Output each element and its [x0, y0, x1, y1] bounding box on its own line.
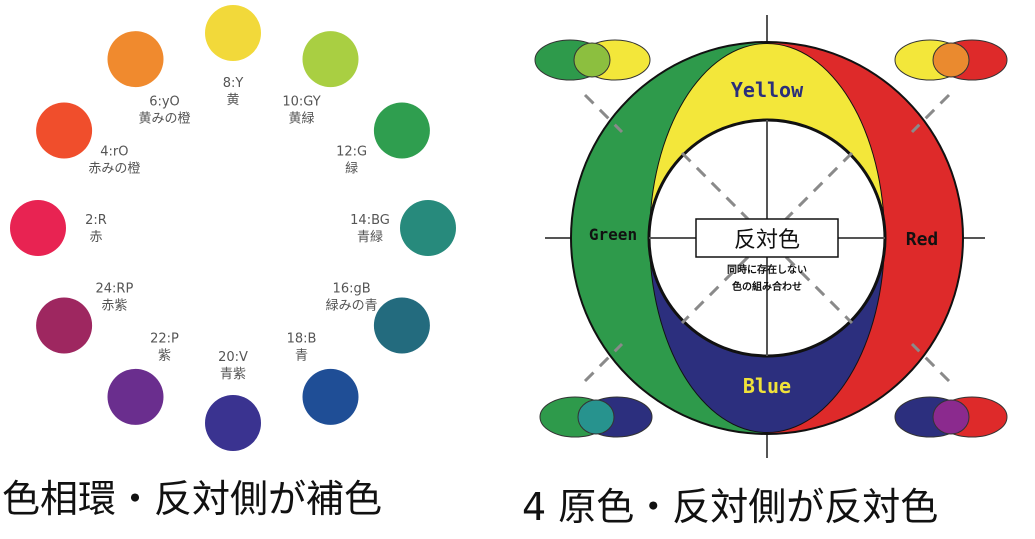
hue-name-label: 黄緑 — [288, 111, 314, 126]
center-label-box — [695, 218, 839, 258]
hue-swatch — [302, 31, 359, 88]
hue-20-v: 20:V 青紫 — [205, 350, 261, 451]
diagonal-dash-br — [910, 342, 951, 383]
center-subtitle-line1: 同時に存在しない — [727, 263, 807, 276]
red-label: Red — [906, 229, 939, 250]
hue-code-label: 18:B — [287, 332, 317, 347]
diagonal-dash-b — [680, 151, 854, 325]
hue-code-label: 12:G — [336, 145, 367, 160]
hue-code-label: 2:R — [85, 213, 107, 228]
left-caption: 色相環・反対側が補色 — [2, 477, 382, 521]
center-subtitle-line2: 色の組み合わせ — [732, 280, 802, 293]
hue-swatch — [373, 102, 430, 159]
diagonal-dash-bl — [583, 342, 624, 383]
hue-6-yo: 6:yO 黄みの橙 — [107, 31, 191, 126]
four-primaries-diagram: 反対色 同時に存在しない 色の組み合わせ Yellow Blue Green R… — [534, 15, 1008, 458]
mix-top-right — [894, 39, 1008, 81]
hue-code-label: 10:GY — [282, 94, 320, 109]
hue-8-y: 8:Y 黄 — [205, 5, 261, 108]
hue-name-label: 青緑 — [357, 230, 383, 245]
hue-code-label: 16:gB — [333, 282, 371, 297]
hue-name-label: 黄 — [226, 93, 239, 108]
hue-4-ro: 4:rO 赤みの橙 — [36, 102, 140, 177]
hue-name-label: 赤 — [89, 230, 102, 245]
hue-code-label: 4:rO — [100, 145, 128, 160]
hue-16-gb: 16:gB 緑みの青 — [326, 282, 430, 354]
hue-name-label: 青 — [295, 349, 308, 364]
center-title: 反対色 — [734, 228, 800, 253]
hue-18-b: 18:B 青 — [287, 332, 359, 425]
mix-br-overlap — [932, 399, 970, 435]
hue-name-label: 赤みの橙 — [88, 162, 140, 177]
hue-name-label: 青紫 — [220, 367, 246, 382]
hue-swatch — [10, 200, 66, 256]
hue-12-g: 12:G 緑 — [336, 102, 430, 177]
mix-bottom-left — [539, 396, 653, 438]
hue-swatch — [373, 297, 430, 354]
diagonal-dash-tl — [583, 93, 624, 134]
diagonal-dashes — [583, 93, 951, 383]
hue-swatch — [302, 368, 359, 425]
hue-code-label: 14:BG — [350, 213, 390, 228]
hue-24-rp: 24:RP 赤紫 — [36, 282, 133, 354]
mix-bottom-right — [894, 396, 1008, 438]
hue-circle: 8:Y 黄 10:GY 黄緑 12:G 緑 14:BG 青緑 16:gB 緑みの青 18:B 青 20:… — [10, 5, 456, 451]
hue-swatch — [205, 395, 261, 451]
mix-tl-overlap — [573, 42, 611, 78]
mix-tr-overlap — [932, 42, 970, 78]
blue-label: Blue — [743, 374, 791, 398]
hue-name-label: 緑 — [345, 162, 358, 177]
hue-code-label: 22:P — [150, 332, 179, 347]
green-label: Green — [589, 225, 637, 244]
hue-swatch — [107, 368, 164, 425]
hue-code-label: 6:yO — [149, 94, 180, 109]
hue-name-label: 黄みの橙 — [138, 111, 190, 126]
hue-name-label: 赤紫 — [101, 299, 127, 314]
hue-swatch — [205, 5, 261, 61]
yellow-label: Yellow — [731, 78, 804, 102]
hue-2-r: 2:R 赤 — [10, 200, 107, 256]
hue-name-label: 紫 — [158, 349, 171, 364]
hue-swatch — [36, 297, 93, 354]
hue-10-gy: 10:GY 黄緑 — [282, 31, 359, 126]
diagonal-dash-tr — [910, 93, 951, 134]
diagonal-dash-a — [680, 151, 854, 325]
hue-code-label: 24:RP — [96, 282, 134, 297]
mix-top-left — [534, 39, 651, 81]
hue-swatch — [400, 200, 456, 256]
hue-swatch — [36, 102, 93, 159]
mix-bl-overlap — [577, 399, 615, 435]
hue-code-label: 8:Y — [223, 76, 244, 91]
hue-14-bg: 14:BG 青緑 — [350, 200, 456, 256]
hue-code-label: 20:V — [218, 350, 248, 365]
hue-swatch — [107, 31, 164, 88]
right-caption: 4 原色・反対側が反対色 — [522, 485, 938, 529]
hue-22-p: 22:P 紫 — [107, 332, 179, 425]
hue-name-label: 緑みの青 — [326, 299, 378, 314]
